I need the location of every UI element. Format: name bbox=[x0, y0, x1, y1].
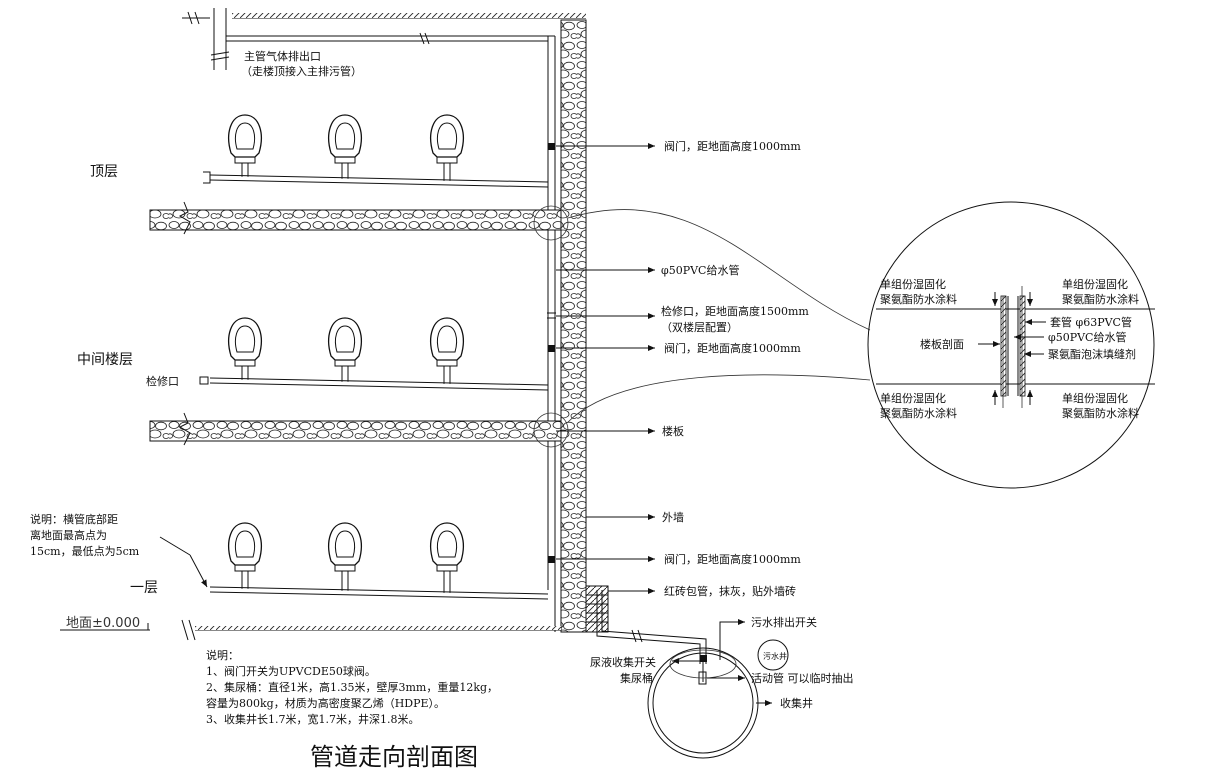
sewage-switch-label: 污水排出开关 bbox=[751, 615, 817, 629]
drain-pipe bbox=[596, 590, 707, 685]
detail-pipe: φ50PVC给水管 bbox=[1048, 330, 1126, 344]
valve-mid-label: 阀门，距地面高度1000mm bbox=[664, 341, 801, 355]
floor-label-middle: 中间楼层 bbox=[77, 352, 133, 368]
detail-bl-2: 聚氨酯防水涂料 bbox=[880, 406, 957, 420]
vertical-supply-pipe bbox=[547, 35, 556, 632]
floor-label-first: 一层 bbox=[130, 580, 158, 596]
valve-top-label: 阀门，距地面高度1000mm bbox=[664, 139, 801, 153]
notes-4: 3、收集井长1.7米，宽1.7米，井深1.8米。 bbox=[206, 712, 419, 726]
leader-lines bbox=[147, 143, 772, 706]
outer-wall-label: 外墙 bbox=[662, 510, 684, 524]
detail-section: 楼板剖面 bbox=[920, 337, 964, 351]
notes-2: 2、集尿桶：直径1米，高1.35米，壁厚3mm，重量12kg， bbox=[206, 680, 498, 694]
access-label-2: （双楼层配置） bbox=[661, 320, 738, 334]
ground-level-label: 地面±0.000 bbox=[66, 616, 140, 631]
detail-tl-1: 单组份湿固化 bbox=[880, 277, 946, 291]
roof-edge bbox=[182, 11, 586, 25]
detail-br-1: 单组份湿固化 bbox=[1062, 391, 1128, 405]
branch-pipe-middle bbox=[199, 376, 549, 391]
side-note-3: 15cm，最低点为5cm bbox=[30, 545, 140, 558]
urine-bucket-label: 集尿桶 bbox=[620, 671, 653, 685]
detail-bl-1: 单组份湿固化 bbox=[880, 391, 946, 405]
urinal-fixture bbox=[430, 522, 464, 593]
branch-pipe-first bbox=[209, 586, 549, 600]
ground-line bbox=[60, 619, 600, 641]
detail-tr-1: 单组份湿固化 bbox=[1062, 277, 1128, 291]
notes-heading: 说明： bbox=[206, 648, 239, 662]
exhaust-label-2: （走楼顶接入主排污管） bbox=[241, 64, 362, 78]
urinal-fixture bbox=[328, 114, 362, 179]
floor-label-top: 顶层 bbox=[90, 164, 118, 180]
urine-switch-label: 尿液收集开关 bbox=[590, 655, 656, 669]
urinal-fixture bbox=[228, 114, 262, 177]
urinal-fixture bbox=[228, 317, 262, 380]
exhaust-pipe bbox=[210, 8, 548, 70]
detail-callout bbox=[567, 201, 1155, 489]
side-note-2: 离地面最高点为 bbox=[30, 528, 107, 542]
detail-tr-2: 聚氨酯防水涂料 bbox=[1062, 292, 1139, 306]
outer-wall bbox=[560, 19, 587, 633]
movable-pipe-label: 活动管 可以临时抽出 bbox=[751, 671, 854, 685]
detail-sleeve: 套管 φ63PVC管 bbox=[1050, 315, 1132, 329]
side-note-1: 说明：横管底部距 bbox=[30, 512, 118, 526]
exhaust-label-1: 主管气体排出口 bbox=[244, 49, 321, 63]
brick-cover-label: 红砖包管，抹灰，贴外墙砖 bbox=[664, 584, 796, 598]
collection-well-label: 收集井 bbox=[780, 696, 813, 710]
sewage-well-circle bbox=[757, 639, 789, 671]
valve-bottom-label: 阀门，距地面高度1000mm bbox=[664, 552, 801, 566]
notes-3: 容量为800kg，材质为高密度聚乙烯（HDPE）。 bbox=[206, 696, 445, 710]
urinal-fixture bbox=[430, 317, 464, 384]
slab-middle bbox=[149, 412, 562, 446]
urinal-fixture bbox=[430, 114, 464, 181]
slab-top bbox=[149, 201, 562, 235]
access-port-label: 检修口 bbox=[146, 374, 179, 388]
sewage-well-label: 污水井 bbox=[763, 651, 787, 661]
access-label-1: 检修口，距地面高度1500mm bbox=[661, 304, 809, 318]
branch-pipe-top bbox=[203, 171, 549, 188]
urinal-fixture bbox=[228, 522, 262, 589]
urinal-fixture bbox=[328, 522, 362, 591]
urinal-fixture bbox=[328, 317, 362, 382]
detail-foam: 聚氨酯泡沫填缝剂 bbox=[1048, 347, 1136, 361]
drawing-title: 管道走向剖面图 bbox=[310, 743, 478, 771]
detail-br-2: 聚氨酯防水涂料 bbox=[1062, 406, 1139, 420]
supply-pipe-label: φ50PVC给水管 bbox=[661, 263, 739, 277]
slab-label: 楼板 bbox=[662, 424, 684, 438]
notes-1: 1、阀门开关为UPVCDE50球阀。 bbox=[206, 664, 376, 678]
detail-ref-circle-mid bbox=[533, 412, 569, 448]
detail-ref-circle-top bbox=[533, 205, 569, 241]
detail-tl-2: 聚氨酯防水涂料 bbox=[880, 292, 957, 306]
valve-markers bbox=[547, 143, 556, 563]
